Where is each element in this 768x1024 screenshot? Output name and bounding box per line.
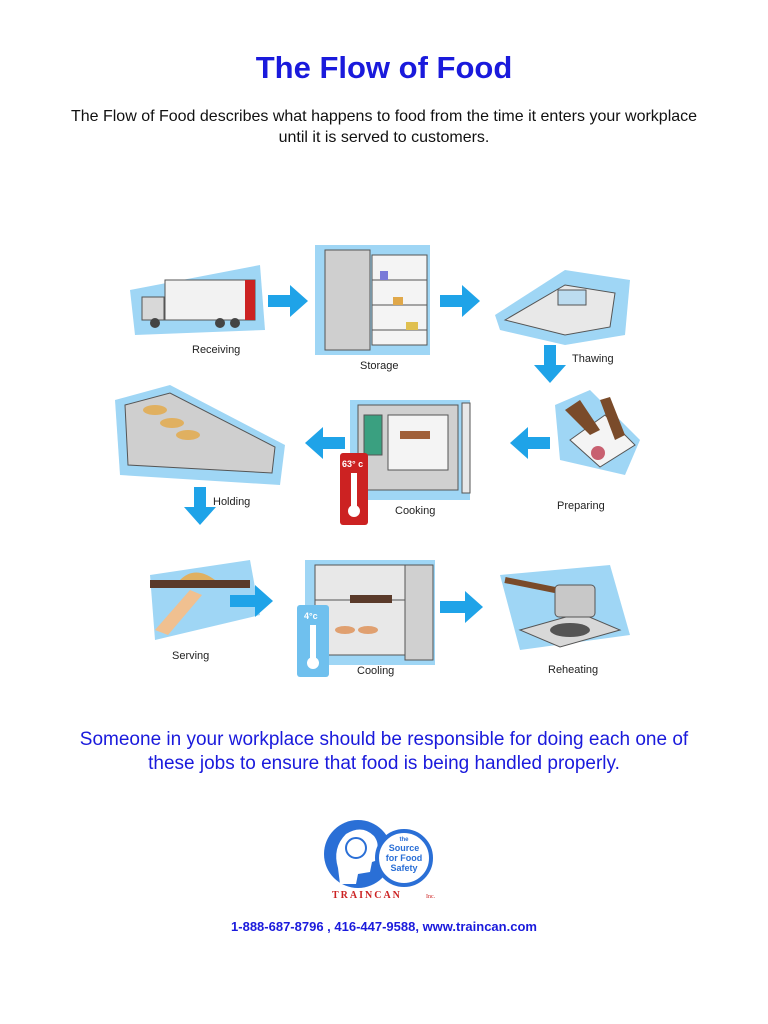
thawing-label: Thawing [572,353,614,365]
intro-line-1: The Flow of Food describes what happens … [70,108,698,125]
arrow-storage-thawing [440,285,480,317]
responsibility-note: Someone in your workplace should be resp… [40,728,728,776]
logo-line-2: Source [389,843,420,853]
arrow-receiving-storage [268,285,308,317]
cooking-step: Cooking [350,400,471,517]
cooling-thermometer-icon: 4°c [297,605,329,677]
flow-diagram: Receiving Storage Thawing Preparing [115,245,640,677]
cooling-temp: 4°c [304,611,318,621]
note-line-1: Someone in your workplace should be resp… [79,729,689,750]
cooking-label: Cooking [395,505,435,517]
arrow-holding-serving [184,487,216,525]
page-title: The Flow of Food [255,50,513,85]
receiving-step: Receiving [130,265,265,356]
holding-step: Holding [115,385,285,508]
preparing-step: Preparing [555,390,640,512]
arrow-preparing-cooking [510,427,550,459]
logo-line-3: for Food [386,853,423,863]
reheating-label: Reheating [548,664,598,676]
serving-label: Serving [172,650,209,662]
traincan-logo: the Source for Food Safety TRAINCAN Inc. [324,820,436,901]
thawing-step: Thawing [495,270,630,365]
intro-line-2: until it is served to customers. [278,129,490,146]
reheating-step: Reheating [500,565,630,676]
note-line-2: these jobs to ensure that food is being … [148,753,620,774]
receiving-label: Receiving [192,344,240,356]
logo-suffix: Inc. [426,894,436,900]
intro-text: The Flow of Food describes what happens … [20,106,748,148]
arrow-thawing-preparing [534,345,566,383]
arrow-cooling-reheating [440,591,483,623]
contact-info: 1-888-687-8796 , 416-447-9588, www.train… [231,919,537,934]
logo-line-1: the [400,837,410,843]
preparing-label: Preparing [557,500,605,512]
storage-label: Storage [360,360,399,372]
storage-step: Storage [315,245,430,372]
holding-label: Holding [213,496,250,508]
logo-brand: TRAINCAN [332,890,402,901]
cooking-temp: 63° c [342,459,363,469]
arrow-serving-cooling [230,585,273,617]
arrow-cooking-holding [305,427,345,459]
serving-step: Serving [150,560,260,662]
cooling-label: Cooling [357,665,394,677]
cooking-thermometer-icon: 63° c [340,453,368,525]
logo-line-4: Safety [390,863,417,873]
